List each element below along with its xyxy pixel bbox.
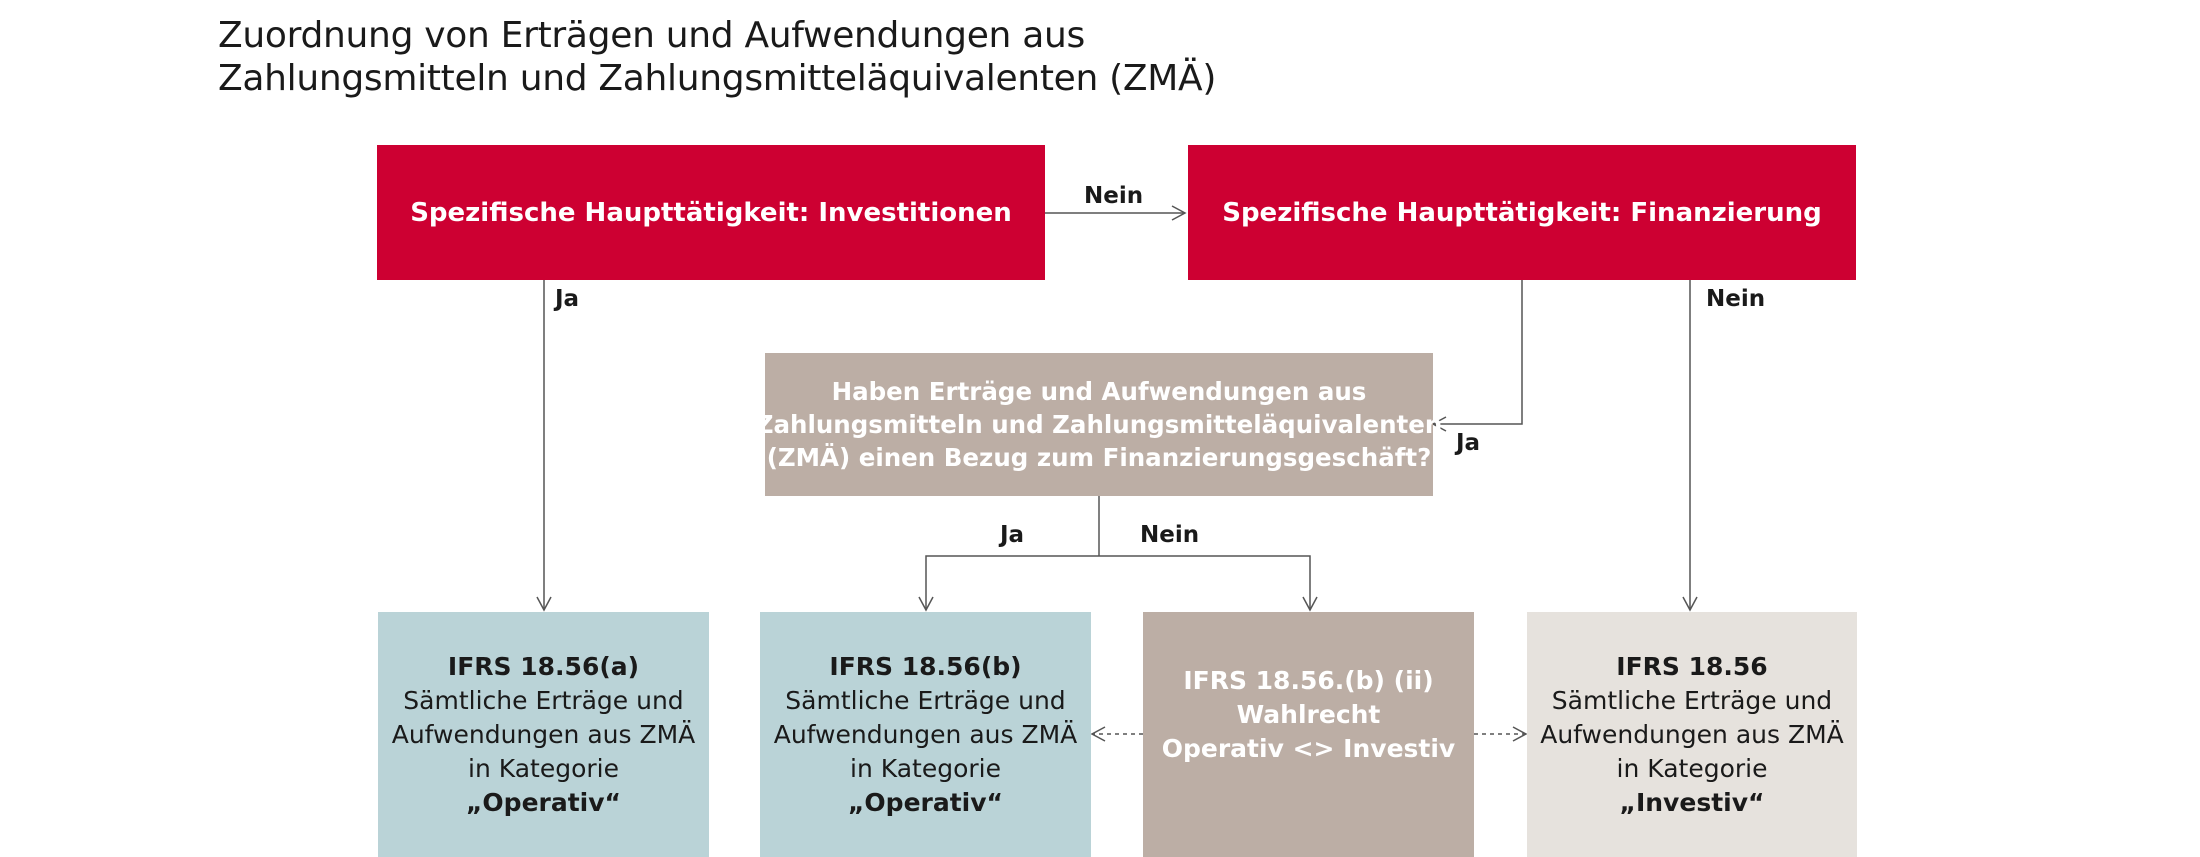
edge-label-question-to-out-b: Ja [1000, 522, 1025, 548]
question-line-3: (ZMÄ) einen Bezug zum Finanzierungsgesch… [766, 443, 1432, 472]
out-a-line-1: Sämtliche Erträge und [403, 686, 684, 715]
edge-question-to-out-b [918, 555, 1099, 612]
out-bii-line-2: Operativ <> Investiv [1161, 733, 1456, 763]
out-a-head: IFRS 18.56(a) [447, 652, 640, 681]
title-line-1: Zuordnung von Erträgen und Aufwendungen … [218, 15, 1085, 56]
edge-question-to-out-bii [1099, 555, 1318, 612]
node-out-a: IFRS 18.56(a) Sämtliche Erträge und Aufw… [378, 612, 709, 857]
diagram-title: Zuordnung von Erträgen und Aufwendungen … [218, 14, 1216, 100]
out-bii-head: IFRS 18.56.(b) (ii) [1183, 665, 1434, 695]
edge-label-invest-to-finanz: Nein [1084, 183, 1144, 209]
out-a-category: „Operativ“ [466, 788, 621, 817]
out-b-head: IFRS 18.56(b) [829, 652, 1022, 681]
out-b-line-1: Sämtliche Erträge und [785, 686, 1066, 715]
out-56-category: „Investiv“ [1619, 788, 1765, 817]
edge-label-question-to-out-bii: Nein [1140, 522, 1200, 548]
node-invest: Spezifische Haupttätigkeit: Investitione… [377, 145, 1045, 280]
edge-finanz-to-question [1431, 280, 1523, 432]
edge-label-finanz-to-question: Ja [1456, 430, 1481, 456]
out-b-line-2: Aufwendungen aus ZMÄ [773, 720, 1078, 749]
question-line-2: Zahlungsmitteln und Zahlungsmitteläquiva… [755, 410, 1443, 439]
out-bii-line-1: Wahlrecht [1236, 699, 1381, 729]
node-question: Haben Erträge und Aufwendungen aus Zahlu… [756, 353, 1442, 496]
out-56-line-2: Aufwendungen aus ZMÄ [1540, 720, 1844, 749]
out-b-category: „Operativ“ [848, 788, 1003, 817]
out-56-head: IFRS 18.56 [1616, 652, 1768, 681]
node-out-bii: IFRS 18.56.(b) (ii) Wahlrecht Operativ <… [1143, 612, 1474, 857]
out-56-line-3: in Kategorie [1616, 754, 1768, 783]
node-invest-label: Spezifische Haupttätigkeit: Investitione… [410, 197, 1012, 228]
out-b-line-3: in Kategorie [850, 754, 1001, 783]
out-56-line-1: Sämtliche Erträge und [1551, 686, 1833, 715]
edge-label-finanz-to-out-56: Nein [1706, 286, 1766, 312]
node-finanz-label: Spezifische Haupttätigkeit: Finanzierung [1222, 197, 1822, 228]
edge-label-invest-to-out-a: Ja [555, 286, 580, 312]
title-line-2: Zahlungsmitteln und Zahlungsmitteläquiva… [218, 58, 1217, 99]
out-a-line-2: Aufwendungen aus ZMÄ [391, 720, 696, 749]
node-out-b: IFRS 18.56(b) Sämtliche Erträge und Aufw… [760, 612, 1091, 857]
node-out-56: IFRS 18.56 Sämtliche Erträge und Aufwend… [1527, 612, 1857, 857]
node-finanz: Spezifische Haupttätigkeit: Finanzierung [1188, 145, 1856, 280]
out-a-line-3: in Kategorie [468, 754, 619, 783]
question-line-1: Haben Erträge und Aufwendungen aus [831, 377, 1367, 406]
